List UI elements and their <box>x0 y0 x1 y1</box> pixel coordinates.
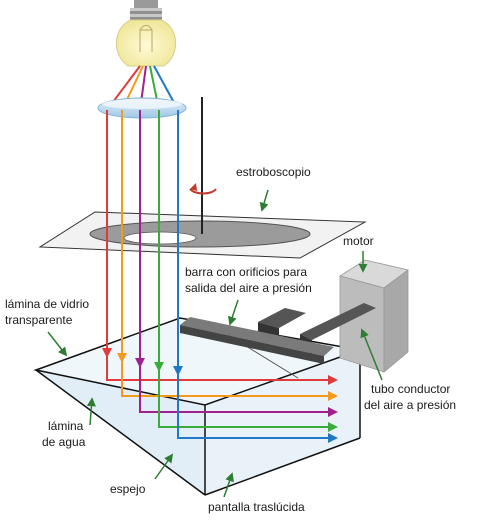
label-lamina-agua-line2: de agua <box>42 435 86 449</box>
label-tubo-line2: del aire a presión <box>364 398 456 412</box>
label-barra-line2: salida del aire a presión <box>185 281 312 295</box>
vertical-rays <box>102 110 183 376</box>
label-barra-line1: barra con orificios para <box>185 265 307 279</box>
label-motor: motor <box>343 234 374 248</box>
label-lamina-vidrio-line2: transparente <box>5 313 73 327</box>
label-leaders <box>47 189 383 498</box>
labels: estroboscopio motor barra con orificios … <box>5 165 456 514</box>
reflected-rays <box>106 356 338 443</box>
label-estroboscopio: estroboscopio <box>236 165 311 179</box>
label-tubo-line1: tubo conductor <box>371 382 450 396</box>
lens-icon <box>97 97 187 119</box>
motor-box <box>339 259 409 373</box>
label-pantalla: pantalla traslúcida <box>208 500 305 514</box>
light-bulb-icon <box>115 0 177 67</box>
rotation-arrow-icon <box>189 183 217 195</box>
label-espejo: espejo <box>110 482 146 496</box>
air-bar <box>180 317 334 364</box>
label-lamina-agua-line1: lámina <box>48 419 84 433</box>
label-lamina-vidrio-line1: lámina de vidrio <box>5 297 89 311</box>
